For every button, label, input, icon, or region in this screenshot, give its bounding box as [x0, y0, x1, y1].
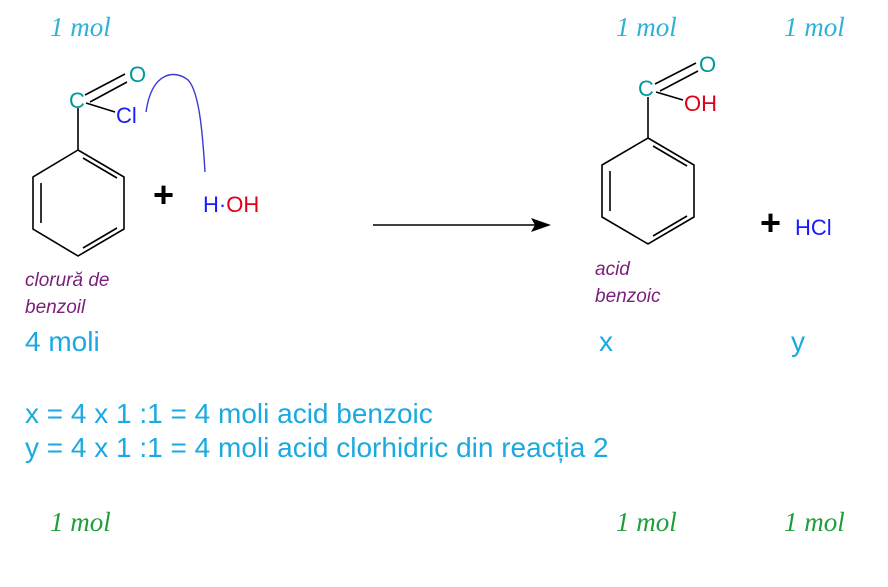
atom-carbon-product: C: [638, 76, 654, 101]
equation-benzoic-acid: x = 4 x 1 :1 = 4 moli acid benzoic: [25, 398, 433, 429]
water-hydroxyl: OH: [226, 192, 260, 217]
stoich-bottom-product2: 1 mol: [784, 507, 845, 537]
water-hydrogen: H: [203, 192, 219, 217]
water-formula: H·OH: [203, 192, 259, 218]
product-name: acid benzoic: [595, 256, 661, 310]
calculation-block: x = 4 x 1 :1 = 4 moli acid benzoic y = 4…: [25, 397, 609, 465]
water-dot: ·: [218, 192, 227, 217]
benzoic-acid-structure: [601, 62, 699, 245]
electron-shift-curve: [145, 73, 206, 173]
product1-amount: x: [599, 326, 613, 357]
reactant-name-line1: clorură de: [25, 270, 110, 291]
stoich-top-product1: 1 mol: [616, 12, 677, 42]
benzoyl-chloride-structure: [32, 73, 128, 257]
hcl-formula: HCl: [795, 215, 832, 240]
plus-sign-products: +: [760, 202, 782, 243]
product-name-line1: acid: [595, 259, 630, 280]
stoich-top-reactant: 1 mol: [50, 12, 111, 42]
stoich-bottom-product1: 1 mol: [616, 507, 677, 537]
product-name-line2: benzoic: [595, 286, 661, 307]
product2-amount: y: [791, 326, 805, 357]
reactant-name: clorură de benzoil: [25, 267, 110, 321]
plus-sign-reactants: +: [153, 174, 175, 215]
equation-hydrochloric-acid: y = 4 x 1 :1 = 4 moli acid clorhidric di…: [25, 432, 609, 463]
atom-hydroxyl-product: OH: [684, 91, 717, 116]
stoich-top-product2: 1 mol: [784, 12, 845, 42]
atom-carbon-reactant: C: [69, 88, 85, 113]
atom-oxygen-reactant: O: [129, 62, 146, 87]
atom-oxygen-product: O: [699, 52, 716, 77]
reactant-amount: 4 moli: [25, 326, 100, 357]
atom-chlorine: Cl: [116, 103, 137, 128]
stoich-bottom-reactant: 1 mol: [50, 507, 111, 537]
reaction-arrow-head: [531, 218, 551, 232]
reactant-name-line2: benzoil: [25, 297, 86, 318]
